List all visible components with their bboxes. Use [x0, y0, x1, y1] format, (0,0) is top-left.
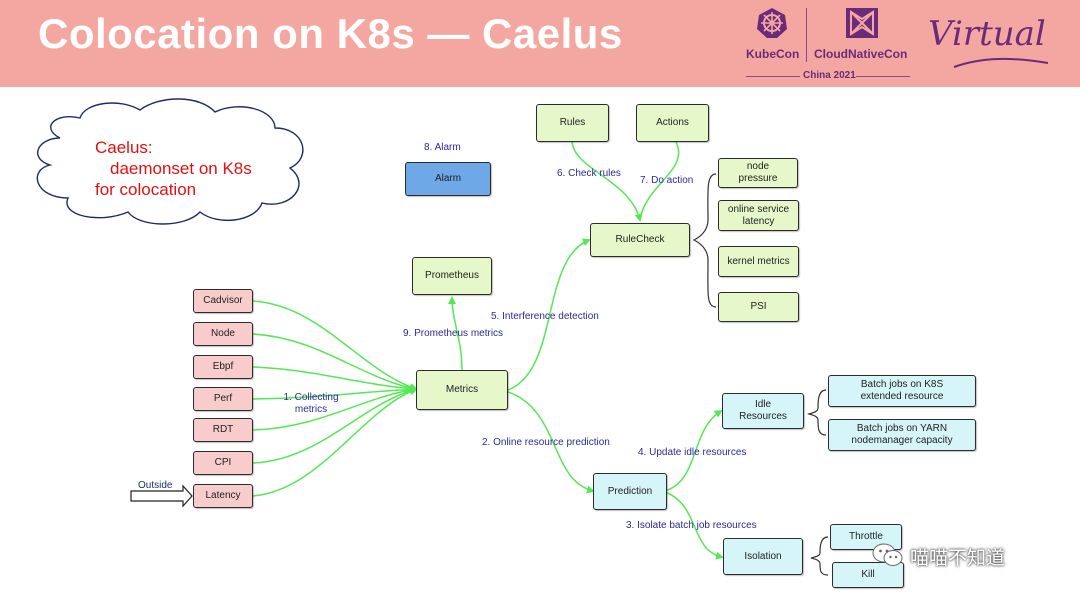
node-rulecheck: RuleCheck — [590, 223, 690, 257]
cloud-line-3: for colocation — [95, 180, 197, 199]
rule-input-kernel-metrics: kernel metrics — [718, 246, 799, 277]
label-update-idle: 4. Update idle resources — [638, 447, 747, 458]
edge-perf-metrics — [252, 385, 418, 400]
source-cpi: CPI — [193, 451, 253, 475]
rule-input-node-pressure: node pressure — [718, 158, 798, 188]
source-perf: Perf — [193, 387, 253, 411]
event-rule-left — [746, 76, 800, 77]
event-year-label: China 2021 — [803, 70, 856, 81]
label-do-action: 7. Do action — [640, 175, 694, 186]
label-collecting: 1. Collecting metrics — [283, 392, 339, 415]
brace-isolation-outputs — [810, 536, 829, 576]
label-isolate: 3. Isolate batch job resources — [626, 520, 757, 531]
edge-actions-rulecheck — [639, 141, 680, 221]
edge-rules-rulecheck — [571, 141, 643, 222]
wechat-icon — [872, 543, 903, 566]
edge-metrics-prediction — [507, 391, 595, 494]
node-metrics: Metrics — [416, 370, 508, 410]
brace-rulecheck-inputs — [692, 173, 717, 308]
slide-title: Colocation on K8s — Caelus — [38, 10, 623, 57]
virtual-underline-icon — [953, 57, 1049, 68]
kubecon-logo-icon — [757, 8, 787, 38]
edge-rdt-metrics — [252, 386, 418, 431]
idle-output-yarn: Batch jobs on YARN nodemanager capacity — [828, 419, 976, 451]
rule-input-psi: PSI — [718, 292, 799, 322]
label-prediction: 2. Online resource prediction — [482, 437, 610, 448]
label-check-rules: 6. Check rules — [557, 168, 621, 179]
node-idle-resources: Idle Resources — [722, 393, 804, 429]
kubecon-label: KubeCon — [746, 47, 800, 61]
node-prediction: Prediction — [593, 473, 667, 510]
node-rules: Rules — [536, 104, 609, 142]
source-latency: Latency — [193, 484, 253, 508]
label-interference: 5. Interference detection — [491, 311, 599, 322]
cloud-line-2: daemonset on K8s — [110, 159, 252, 178]
edge-cadvisor-metrics — [252, 300, 418, 391]
header-banner: Colocation on K8s — Caelus KubeCon Cloud… — [0, 0, 1080, 87]
source-cadvisor: Cadvisor — [193, 289, 253, 313]
rule-input-online-latency: online service latency — [718, 200, 799, 231]
source-ebpf: Ebpf — [193, 355, 253, 379]
source-node: Node — [193, 322, 253, 346]
outside-label: Outside — [138, 480, 173, 491]
cloudnativecon-label: CloudNativeCon — [814, 47, 908, 61]
isolation-output-kill: Kill — [832, 562, 904, 588]
cloud-shape — [36, 98, 304, 225]
event-rule-right — [856, 76, 910, 77]
isolation-output-throttle: Throttle — [830, 524, 902, 550]
idle-output-k8s: Batch jobs on K8S extended resource — [828, 375, 976, 407]
edge-latency-metrics — [252, 387, 418, 497]
edge-prediction-idle — [664, 409, 723, 492]
source-rdt: RDT — [193, 418, 253, 442]
edge-metrics-prometheus — [448, 296, 463, 371]
outside-arrow-icon — [130, 484, 193, 508]
node-prometheus: Prometheus — [412, 257, 492, 295]
virtual-label: Virtual — [928, 14, 1046, 54]
node-actions: Actions — [636, 104, 709, 142]
label-alarm: 8. Alarm — [424, 142, 461, 153]
edge-cpi-metrics — [252, 386, 418, 464]
edge-metrics-rulecheck — [507, 238, 591, 391]
logo-divider — [806, 8, 807, 62]
label-prometheus-metrics: 9. Prometheus metrics — [403, 328, 504, 339]
cloudnativecon-logo-icon — [846, 8, 878, 38]
node-alarm: Alarm — [405, 162, 491, 196]
node-isolation: Isolation — [723, 538, 803, 575]
cloud-line-1: Caelus: — [95, 138, 153, 157]
brace-idle-outputs — [807, 389, 827, 436]
edge-node-metrics — [252, 333, 418, 392]
edge-ebpf-metrics — [252, 366, 418, 393]
edge-prediction-isolation — [664, 491, 724, 560]
watermark-text: 喵喵不知道 — [910, 547, 1006, 569]
